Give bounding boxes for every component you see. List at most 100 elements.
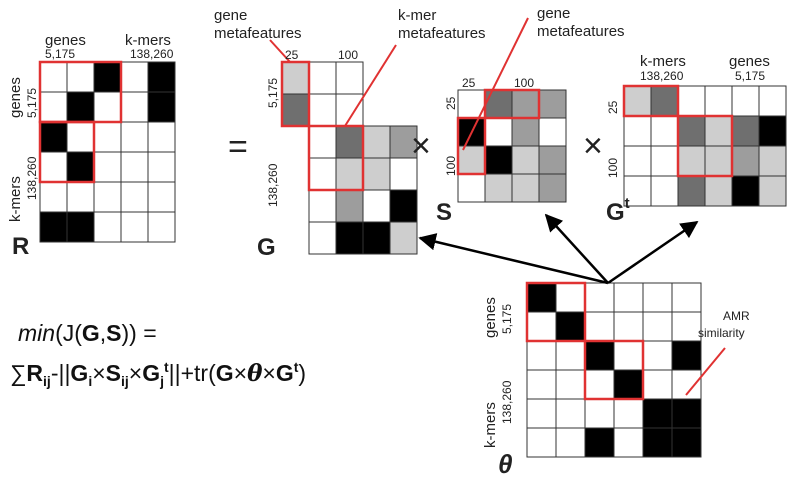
theta-cell [642, 311, 673, 342]
g-cell [308, 93, 337, 127]
theta-cell [526, 427, 557, 458]
theta-cell [671, 311, 702, 342]
gt-cell [650, 175, 679, 207]
theta-cell [613, 282, 644, 313]
gt-block-highlight [676, 114, 734, 178]
g-cell [335, 125, 364, 159]
g-cell [308, 61, 337, 95]
r-cell [120, 91, 149, 123]
r-cell [147, 211, 176, 243]
R-row-kmers-count: 138,260 [25, 156, 39, 200]
gt-cell [731, 115, 760, 147]
theta-cell [526, 311, 557, 342]
arrow-to-G [418, 233, 609, 285]
S-row1-label: 25 [444, 96, 458, 110]
theta-cell [642, 398, 673, 429]
R-genes-count: 5,175 [45, 47, 75, 61]
formula-G3: G [275, 360, 294, 386]
s-cell [457, 145, 486, 175]
formula-Sij-sub: ij [120, 373, 129, 389]
formula-comma: , [99, 320, 107, 346]
s-cell [538, 89, 567, 119]
G-col1-label: 25 [285, 48, 299, 62]
gt-cell [704, 145, 733, 177]
Gt-row1-label: 25 [606, 100, 620, 114]
r-cell [66, 181, 95, 213]
R-kmers-label: k-mers [125, 32, 171, 49]
formula-open: (J( [55, 320, 82, 346]
g-block-highlight [307, 124, 365, 192]
Th-row-kmers-count: 138,260 [500, 380, 514, 424]
theta-cell [555, 427, 586, 458]
g-cell [335, 221, 364, 255]
g-cell [362, 221, 391, 255]
theta-cell [613, 311, 644, 342]
gt-cell [731, 175, 760, 207]
kmer-meta-line1: k-mer [398, 7, 436, 24]
Gt-kmers-label: k-mers [640, 53, 686, 70]
S-name: S [436, 199, 452, 226]
r-cell [93, 61, 122, 93]
theta-block-highlight [583, 339, 645, 401]
Gt-row2-label: 100 [606, 158, 620, 178]
formula-theta: θ [247, 360, 263, 387]
times-sign-2: × [583, 127, 603, 165]
r-cell [66, 91, 95, 123]
gt-cell [623, 85, 652, 117]
gt-cell [623, 175, 652, 207]
theta-cell [526, 340, 557, 371]
s-cell [484, 145, 513, 175]
arrow-to-Gt [607, 220, 699, 285]
r-cell [39, 91, 68, 123]
Theta-name: θ [498, 449, 513, 479]
r-cell [120, 61, 149, 93]
theta-cell [671, 427, 702, 458]
g-cell [308, 157, 337, 191]
theta-block-highlight [525, 281, 587, 343]
G-row1-label: 5,175 [266, 78, 280, 108]
r-cell [147, 121, 176, 153]
s-cell [538, 173, 567, 203]
formula-Gj: G [142, 360, 161, 386]
theta-cell [671, 340, 702, 371]
S-col2-label: 100 [514, 76, 534, 90]
r-block-highlight [38, 120, 96, 184]
R-name: R [12, 233, 29, 260]
kmer-meta-pointer [344, 44, 397, 127]
formula-end: ) [298, 360, 307, 386]
formula-times-4: × [262, 360, 276, 386]
theta-cell [584, 398, 615, 429]
gt-cell [731, 145, 760, 177]
s-cell [511, 89, 540, 119]
Gt-kmers-count: 138,260 [640, 69, 684, 83]
theta-cell [613, 398, 644, 429]
Gt-name: Gt [606, 195, 630, 226]
R-row-genes-count: 5,175 [25, 88, 39, 118]
Th-row-genes-count: 5,175 [500, 304, 514, 334]
theta-cell [642, 369, 673, 400]
theta-cell [613, 369, 644, 400]
s-block-highlight [456, 116, 487, 176]
gt-cell [677, 85, 706, 117]
g-cell [335, 61, 364, 95]
g-cell [389, 221, 418, 255]
r-cell [147, 181, 176, 213]
s-cell [538, 145, 567, 175]
amr-line2: similarity [698, 326, 745, 340]
gt-cell [758, 145, 787, 177]
formula-Gj-sup: t [163, 359, 169, 375]
S-col1-label: 25 [462, 76, 476, 90]
formula-R-sub: ij [43, 373, 51, 389]
r-cell [147, 61, 176, 93]
r-cell [39, 121, 68, 153]
g-cell [335, 189, 364, 223]
gt-cell [650, 115, 679, 147]
theta-cell [642, 427, 673, 458]
formula-norm-open: -|| [50, 360, 71, 386]
formula-sum: ∑ [10, 360, 27, 386]
r-cell [93, 151, 122, 183]
amr-pointer [685, 347, 726, 396]
objective-formula: min(J(G,S)) = ∑Rij-||Gi×Sij×Gjt||+tr(G×θ… [10, 316, 306, 398]
G-col2-label: 100 [338, 48, 358, 62]
